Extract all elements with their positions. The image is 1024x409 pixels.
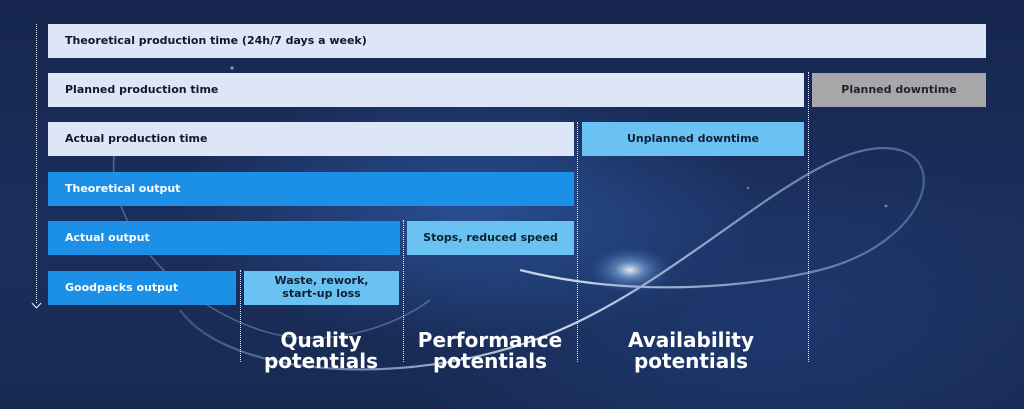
performance-potentials-line1: Performance <box>417 328 563 352</box>
availability-potentials-line1: Availability <box>628 328 754 352</box>
sparkle-3 <box>884 204 888 208</box>
planned-production-time-bar: Planned production time <box>48 73 804 107</box>
waste-rework-bar: Waste, rework, start-up loss <box>244 271 399 305</box>
planned-production-time-label: Planned production time <box>65 82 219 96</box>
performance-potentials-label: Performance potentials <box>405 330 575 372</box>
divider-performance <box>403 220 404 362</box>
goodpacks-output-bar: Goodpacks output <box>48 271 236 305</box>
swirl-glow <box>588 246 672 294</box>
quality-potentials-label: Quality potentials <box>236 330 406 372</box>
theoretical-output-bar: Theoretical output <box>48 172 574 206</box>
performance-potentials-line2: potentials <box>432 349 548 373</box>
theoretical-production-time-label: Theoretical production time (24h/7 days … <box>65 33 367 47</box>
theoretical-production-time-bar: Theoretical production time (24h/7 days … <box>48 24 986 58</box>
unplanned-downtime-label: Unplanned downtime <box>626 131 760 145</box>
quality-potentials-line2: potentials <box>263 349 379 373</box>
sparkle-1 <box>230 66 234 70</box>
stops-reduced-speed-bar: Stops, reduced speed <box>407 221 574 255</box>
availability-potentials-line2: potentials <box>633 349 749 373</box>
divider-availability <box>577 122 578 362</box>
unplanned-downtime-bar: Unplanned downtime <box>582 122 804 156</box>
down-arrow-icon <box>31 298 42 309</box>
planned-downtime-label: Planned downtime <box>841 82 957 96</box>
actual-production-time-bar: Actual production time <box>48 122 574 156</box>
divider-quality <box>240 270 241 362</box>
left-dotted-axis <box>36 24 37 303</box>
stops-reduced-speed-label: Stops, reduced speed <box>423 230 558 244</box>
actual-production-time-label: Actual production time <box>65 131 208 145</box>
planned-downtime-bar: Planned downtime <box>812 73 986 107</box>
availability-potentials-label: Availability potentials <box>606 330 776 372</box>
divider-planned-downtime <box>808 72 809 362</box>
waste-rework-label-line1: Waste, rework, <box>274 274 369 288</box>
goodpacks-output-label: Goodpacks output <box>65 280 179 294</box>
waste-rework-label-line2: start-up loss <box>282 287 361 300</box>
sparkle-2 <box>746 186 750 190</box>
quality-potentials-line1: Quality <box>280 328 362 352</box>
actual-output-label: Actual output <box>65 230 150 244</box>
theoretical-output-label: Theoretical output <box>65 181 181 195</box>
actual-output-bar: Actual output <box>48 221 400 255</box>
